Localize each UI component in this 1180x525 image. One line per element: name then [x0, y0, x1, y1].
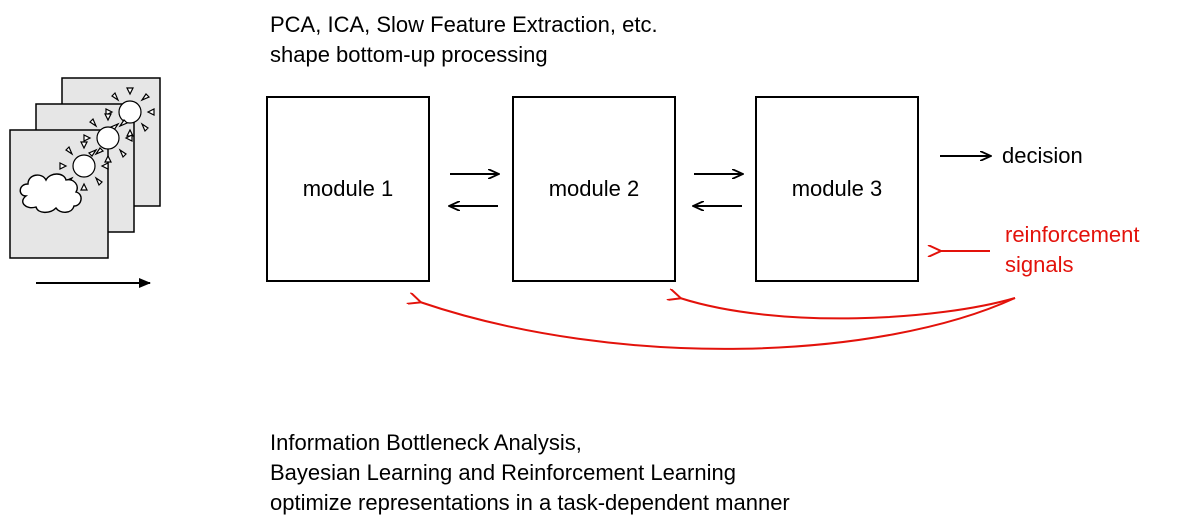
reinforcement-label-line: signals: [1005, 252, 1074, 277]
top-caption-line: shape bottom-up processing: [270, 42, 548, 67]
module-1-label: module 1: [302, 176, 394, 201]
decision-label: decision: [1002, 143, 1083, 168]
top-caption: PCA, ICA, Slow Feature Extraction, etc. …: [270, 10, 658, 70]
image-frame-stack-icon: [9, 77, 161, 288]
module-3-label: module 3: [791, 176, 883, 201]
reinforcement-signals-label: reinforcement signals: [1005, 220, 1140, 280]
module-3-box: module 3: [755, 96, 919, 282]
cloud-icon: [19, 173, 82, 214]
feedback-arrow-to-module2: [680, 298, 1016, 320]
sun-icon: [83, 113, 133, 163]
bottom-caption: Information Bottleneck Analysis, Bayesia…: [270, 428, 790, 518]
sun-icon: [105, 87, 155, 137]
bottom-caption-line: Information Bottleneck Analysis,: [270, 430, 582, 455]
reinforcement-label-line: reinforcement: [1005, 222, 1140, 247]
sun-icon: [59, 141, 109, 191]
module-2-box: module 2: [512, 96, 676, 282]
bottom-caption-line: Bayesian Learning and Reinforcement Lear…: [270, 460, 736, 485]
top-caption-line: PCA, ICA, Slow Feature Extraction, etc.: [270, 12, 658, 37]
module-1-box: module 1: [266, 96, 430, 282]
module-2-label: module 2: [548, 176, 640, 201]
bottom-caption-line: optimize representations in a task-depen…: [270, 490, 790, 515]
feedback-arrow-to-module1: [420, 298, 1016, 350]
